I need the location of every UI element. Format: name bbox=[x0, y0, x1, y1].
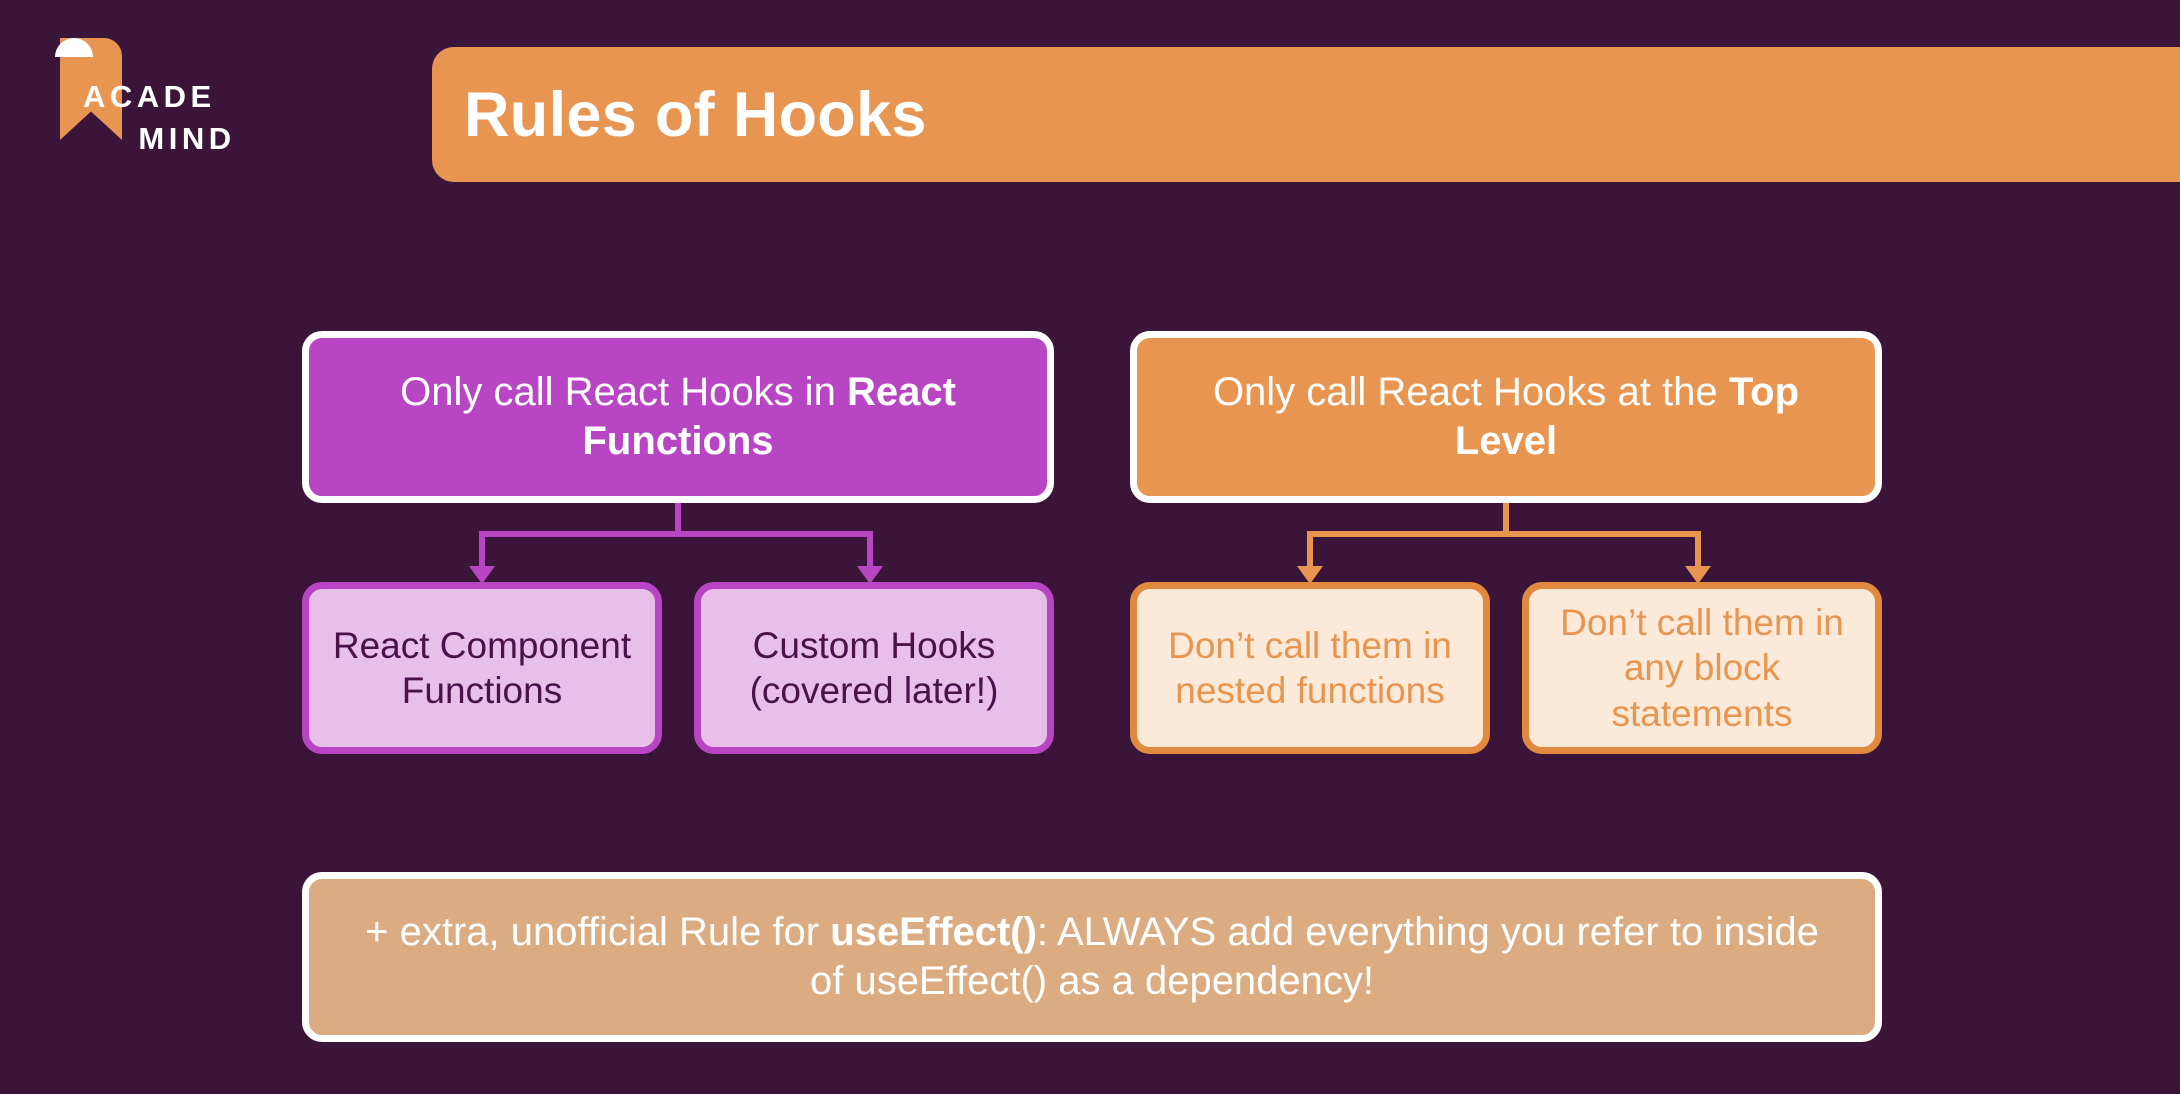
extra-rule-text-after: : ALWAYS add everything you refer to ins… bbox=[809, 910, 1819, 1003]
logo-notch-shape bbox=[55, 38, 93, 57]
connector-orange-stem bbox=[1503, 503, 1509, 537]
extra-rule-card-label: + extra, unofficial Rule for useEffect()… bbox=[349, 908, 1835, 1006]
extra-rule-text-before: + extra, unofficial Rule for bbox=[365, 910, 831, 955]
arrow-head-purple-right-icon bbox=[857, 566, 883, 584]
sub-card-react-component-functions: React Component Functions bbox=[302, 582, 662, 754]
connector-purple-stem bbox=[675, 503, 681, 537]
rule-text-plain: Only call React Hooks at the bbox=[1212, 370, 1729, 415]
academind-logo: ACADE MIND bbox=[55, 38, 275, 156]
extra-rule-text-emphasis: useEffect() bbox=[830, 910, 1037, 955]
sub-card-custom-hooks: Custom Hooks (covered later!) bbox=[694, 582, 1054, 754]
connector-purple-drop-left bbox=[479, 531, 485, 569]
sub-card-custom-hooks-label: Custom Hooks (covered later!) bbox=[749, 624, 999, 711]
arrow-head-purple-left-icon bbox=[469, 566, 495, 584]
sub-card-no-nested-functions-label: Don’t call them in nested functions bbox=[1168, 624, 1452, 711]
logo-word-line2: MIND bbox=[138, 121, 236, 156]
sub-card-no-block-statements-label: Don’t call them in any block statements bbox=[1560, 602, 1844, 734]
connector-purple-drop-right bbox=[867, 531, 873, 569]
sub-card-react-component-functions-label: React Component Functions bbox=[332, 624, 632, 711]
sub-card-no-block-statements: Don’t call them in any block statements bbox=[1522, 582, 1882, 754]
page-title: Rules of Hooks bbox=[464, 79, 927, 150]
title-banner: Rules of Hooks bbox=[432, 47, 2180, 182]
logo-word-line1: ACADE bbox=[83, 79, 216, 114]
rule-text-plain: Only call React Hooks in bbox=[400, 370, 847, 415]
rule-card-react-functions-label: Only call React Hooks in React Functions bbox=[339, 368, 1017, 466]
rule-card-react-functions: Only call React Hooks in React Functions bbox=[302, 331, 1054, 503]
connector-orange-bar bbox=[1307, 531, 1701, 537]
rule-card-top-level-label: Only call React Hooks at the Top Level bbox=[1167, 368, 1845, 466]
sub-card-no-nested-functions: Don’t call them in nested functions bbox=[1130, 582, 1490, 754]
rule-text-emphasis: Top Level bbox=[1454, 370, 1800, 463]
rule-card-top-level: Only call React Hooks at the Top Level bbox=[1130, 331, 1882, 503]
arrow-head-orange-left-icon bbox=[1297, 566, 1323, 584]
extra-rule-card: + extra, unofficial Rule for useEffect()… bbox=[302, 872, 1882, 1042]
connector-orange-drop-left bbox=[1307, 531, 1313, 569]
arrow-head-orange-right-icon bbox=[1685, 566, 1711, 584]
logo-wordmark: ACADE MIND bbox=[83, 76, 283, 160]
rule-text-emphasis: React Functions bbox=[582, 370, 956, 463]
connector-purple-bar bbox=[479, 531, 873, 537]
connector-orange-drop-right bbox=[1695, 531, 1701, 569]
